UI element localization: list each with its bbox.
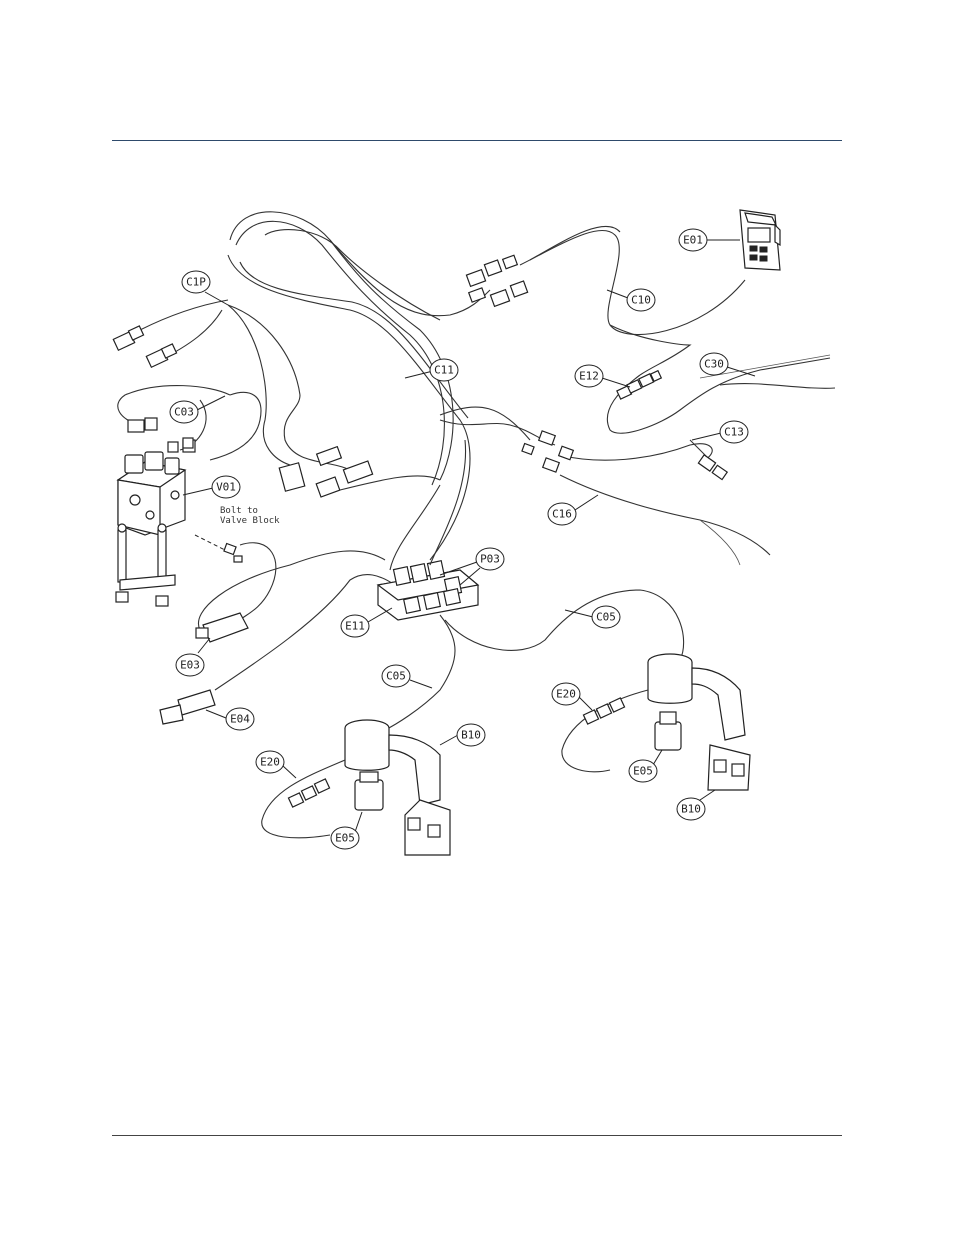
callout-c03: C03 bbox=[170, 396, 225, 423]
callout-e05-left: E05 bbox=[331, 812, 362, 849]
callout-e20-right-label: E20 bbox=[556, 688, 576, 701]
callout-e05-right-label: E05 bbox=[633, 765, 653, 778]
callout-c05-center: C05 bbox=[382, 665, 432, 688]
callout-c10: C10 bbox=[607, 289, 655, 311]
v01-valve-block bbox=[118, 438, 193, 535]
callout-c30: C30 bbox=[700, 353, 755, 376]
callout-c05-right-label: C05 bbox=[596, 611, 616, 624]
callout-c11-label: C11 bbox=[434, 364, 454, 377]
callout-e05-right: E05 bbox=[629, 750, 662, 782]
callout-e03: E03 bbox=[176, 638, 210, 676]
p03-e11-manifold bbox=[378, 440, 478, 620]
callout-e12-label: E12 bbox=[579, 370, 599, 383]
callout-e04: E04 bbox=[206, 708, 254, 730]
callout-p03-label: P03 bbox=[480, 553, 500, 566]
c10-connectors bbox=[466, 255, 527, 306]
callout-e20-right: E20 bbox=[552, 683, 592, 710]
center-tank-assembly bbox=[262, 615, 455, 855]
callout-c10-label: C10 bbox=[631, 294, 651, 307]
callout-c05-center-label: C05 bbox=[386, 670, 406, 683]
callout-c13: C13 bbox=[692, 421, 748, 443]
note-line-1: Bolt to bbox=[220, 506, 258, 516]
callout-e01: E01 bbox=[679, 229, 740, 251]
callout-c16: C16 bbox=[548, 495, 598, 525]
callout-c03-label: C03 bbox=[174, 406, 194, 419]
callout-c1p: C1P bbox=[182, 271, 228, 305]
callout-e11-label: E11 bbox=[345, 620, 365, 633]
callout-e01-label: E01 bbox=[683, 234, 703, 247]
callout-c16-label: C16 bbox=[552, 508, 572, 521]
callout-e12: E12 bbox=[575, 365, 630, 387]
callout-v01: V01 bbox=[183, 476, 240, 498]
callout-c11: C11 bbox=[405, 359, 458, 381]
callout-e20-left-label: E20 bbox=[260, 756, 280, 769]
callout-e20-left: E20 bbox=[256, 751, 296, 778]
callout-v01-label: V01 bbox=[216, 481, 236, 494]
callout-b10-right: B10 bbox=[677, 790, 715, 820]
mounting-bolts bbox=[116, 524, 175, 606]
callout-b10-center-label: B10 bbox=[461, 729, 481, 742]
e01-controller bbox=[740, 210, 780, 270]
callout-e11: E11 bbox=[341, 608, 392, 637]
callout-c30-label: C30 bbox=[704, 358, 724, 371]
note-line-2: Valve Block bbox=[220, 516, 280, 526]
bolt-note: Bolt to Valve Block bbox=[195, 506, 280, 562]
callout-b10-center: B10 bbox=[440, 724, 485, 746]
callout-c05-right: C05 bbox=[565, 606, 620, 628]
callout-e05-left-label: E05 bbox=[335, 832, 355, 845]
callout-b10-right-label: B10 bbox=[681, 803, 701, 816]
callout-e03-label: E03 bbox=[180, 659, 200, 672]
c03-harness bbox=[118, 386, 261, 460]
callout-e04-label: E04 bbox=[230, 713, 250, 726]
callout-c13-label: C13 bbox=[724, 426, 744, 439]
callout-c1p-label: C1P bbox=[186, 276, 206, 289]
